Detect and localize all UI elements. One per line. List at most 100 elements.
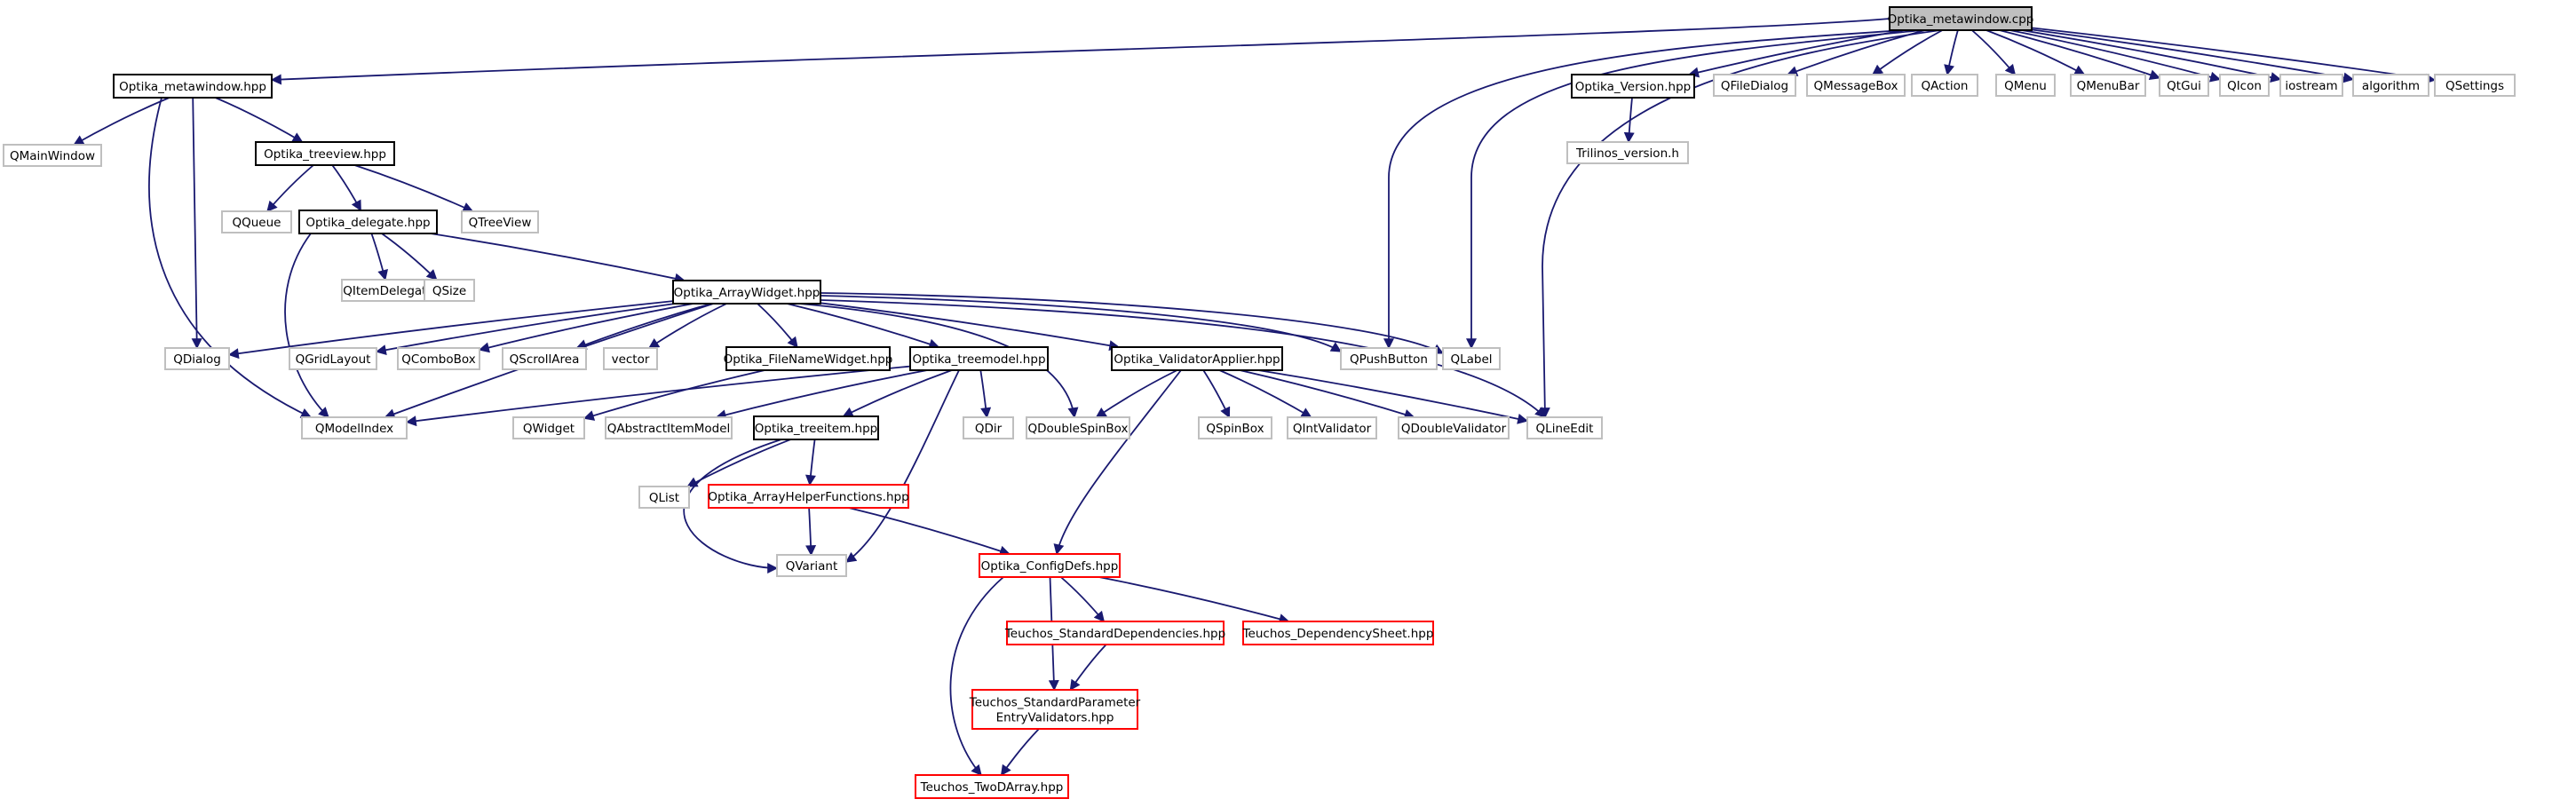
node-box — [301, 416, 408, 439]
node-label: Optika_metawindow.hpp — [119, 80, 266, 94]
node-validatorapplier_hpp[interactable]: Optika_ValidatorApplier.hpp — [1111, 346, 1283, 371]
node-label: QDoubleValidator — [1401, 422, 1507, 436]
node-label: iostream — [2285, 79, 2337, 93]
node-label: Teuchos_StandardParameter — [969, 696, 1141, 710]
node-algorithm: algorithm — [2352, 74, 2429, 97]
node-box — [638, 486, 690, 509]
node-label: QSettings — [2445, 79, 2504, 93]
node-box — [502, 347, 587, 370]
node-QMenuBar: QMenuBar — [2070, 74, 2146, 97]
edge-validatorapplier_hpp-to-QSpinBox — [1202, 369, 1231, 419]
edge-metawindow_hpp-to-QModelIndex — [148, 97, 313, 418]
node-label: QLineEdit — [1536, 422, 1594, 436]
node-box — [424, 279, 475, 302]
edge-arraywidget_hpp-to-QLineEdit — [820, 299, 1546, 418]
edge-treeitem_hpp-to-arrayhelper_hpp — [805, 439, 816, 487]
node-QTreeView: QTreeView — [461, 210, 539, 233]
edge-arraywidget_hpp-to-filenamewidget_hpp — [757, 303, 798, 348]
edge-arraywidget_hpp-to-QScrollArea — [575, 303, 712, 350]
node-label: QScrollArea — [510, 352, 580, 367]
edge-treeview_hpp-to-QTreeView — [354, 164, 474, 213]
node-box — [461, 210, 539, 233]
node-label: QMessageBox — [1814, 79, 1898, 93]
node-treeview_hpp[interactable]: Optika_treeview.hpp — [255, 141, 395, 166]
node-box — [113, 74, 273, 99]
node-label: QIcon — [2227, 79, 2262, 93]
edge-treeitem_hpp-to-QList — [686, 439, 791, 487]
edge-metawindow_hpp-to-QDialog — [191, 97, 202, 350]
node-QtGui: QtGui — [2159, 74, 2209, 97]
node-QMainWindow: QMainWindow — [3, 144, 102, 167]
edge-filenamewidget_hpp-to-QWidget — [583, 369, 765, 421]
node-box — [2352, 74, 2429, 97]
node-metawindow_hpp[interactable]: Optika_metawindow.hpp — [113, 74, 273, 99]
node-label: Teuchos_StandardDependencies.hpp — [1004, 627, 1225, 641]
node-box — [1006, 621, 1225, 645]
node-label: QQueue — [233, 216, 281, 230]
node-box — [341, 279, 436, 302]
node-QQueue: QQueue — [221, 210, 292, 233]
node-box — [2070, 74, 2146, 97]
node-label: Teuchos_DependencySheet.hpp — [1242, 627, 1434, 641]
node-box — [289, 347, 377, 370]
node-configdefs_hpp[interactable]: Optika_ConfigDefs.hpp — [979, 553, 1121, 578]
edge-root-to-QPushButton — [1383, 29, 1906, 350]
node-label: QSpinBox — [1206, 422, 1264, 436]
node-label: QMainWindow — [10, 149, 95, 163]
node-label: QDoubleSpinBox — [1027, 422, 1128, 436]
node-treeitem_hpp[interactable]: Optika_treeitem.hpp — [753, 415, 879, 440]
edge-treemodel_hpp-to-QVariant — [845, 369, 960, 563]
node-QSize: QSize — [424, 279, 475, 302]
node-delegate_hpp[interactable]: Optika_delegate.hpp — [298, 210, 438, 234]
node-QWidget: QWidget — [512, 416, 585, 439]
node-box — [2159, 74, 2209, 97]
node-twodarray_hpp[interactable]: Teuchos_TwoDArray.hpp — [915, 774, 1069, 799]
edge-arraywidget_hpp-to-QLabel — [820, 292, 1445, 354]
edge-root-to-QIcon — [2009, 29, 2222, 83]
edge-treemodel_hpp-to-QModelIndex — [405, 365, 911, 427]
node-label: Optika_treemodel.hpp — [912, 352, 1045, 367]
node-arrayhelper_hpp[interactable]: Optika_ArrayHelperFunctions.hpp — [708, 484, 909, 509]
edge-treeitem_hpp-to-QVariant — [683, 439, 782, 574]
edge-root-to-QtGui — [1999, 29, 2161, 80]
edge-metawindow_hpp-to-QMainWindow — [73, 97, 170, 146]
node-root[interactable]: Optika_metawindow.cpp — [1888, 6, 2034, 31]
edge-validatorapplier_hpp-to-QLineEdit — [1257, 369, 1529, 424]
node-label: Optika_ConfigDefs.hpp — [981, 559, 1119, 574]
node-label: QComboBox — [401, 352, 475, 367]
node-trilinos_version_h: Trilinos_version.h — [1566, 141, 1689, 164]
edge-validatorapplier_hpp-to-QIntValidator — [1218, 369, 1312, 418]
node-QDoubleValidator: QDoubleValidator — [1398, 416, 1510, 439]
edge-arraywidget_hpp-to-QComboBox — [478, 303, 694, 353]
edge-validatorapplier_hpp-to-QDoubleSpinBox — [1095, 369, 1178, 418]
node-box — [915, 774, 1069, 799]
node-version_hpp[interactable]: Optika_Version.hpp — [1571, 74, 1695, 99]
node-box — [776, 554, 847, 577]
node-label: QItemDelegate — [343, 284, 434, 298]
node-label: Optika_Version.hpp — [1575, 80, 1691, 94]
edge-delegate_hpp-to-arraywidget_hpp — [430, 233, 686, 284]
node-stdparamvalidators_hpp[interactable]: Teuchos_StandardParameterEntryValidators… — [969, 689, 1141, 730]
edge-validatorapplier_hpp-to-QDoubleValidator — [1239, 369, 1415, 420]
node-treemodel_hpp[interactable]: Optika_treemodel.hpp — [909, 346, 1049, 371]
node-label: vector — [612, 352, 650, 367]
node-box — [979, 553, 1121, 578]
edge-metawindow_hpp-to-treeview_hpp — [215, 97, 304, 143]
node-stddeps_hpp[interactable]: Teuchos_StandardDependencies.hpp — [1004, 621, 1225, 645]
node-label: QVariant — [786, 559, 838, 574]
node-box — [708, 484, 909, 509]
node-label: QLabel — [1450, 352, 1492, 367]
node-arraywidget_hpp[interactable]: Optika_ArrayWidget.hpp — [672, 280, 821, 305]
node-box — [1398, 416, 1510, 439]
node-box — [1566, 141, 1689, 164]
node-QAbstractItemModel: QAbstractItemModel — [605, 416, 733, 439]
node-box — [753, 415, 879, 440]
node-filenamewidget_hpp[interactable]: Optika_FileNameWidget.hpp — [724, 346, 893, 371]
node-depsheet_hpp[interactable]: Teuchos_DependencySheet.hpp — [1242, 621, 1434, 645]
node-box — [1287, 416, 1377, 439]
node-box — [1889, 6, 2033, 31]
node-box — [1198, 416, 1272, 439]
node-box — [1111, 346, 1283, 371]
node-label: QGridLayout — [296, 352, 371, 367]
